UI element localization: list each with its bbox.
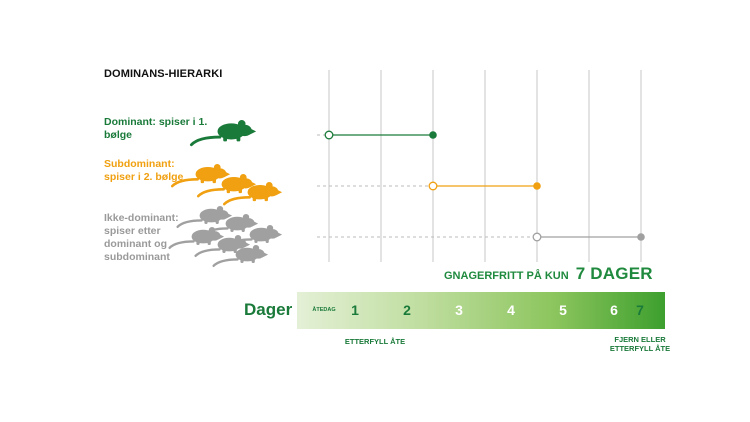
dominant-rat-icon [189,119,257,147]
headline: GNAGERFRITT PÅ KUN 7 DAGER [444,264,666,284]
grid-lines [328,70,642,262]
bar-end-point [429,131,437,139]
timeline-day: 5 [559,302,567,318]
timeline-start-label: ÅTEDAG [312,307,336,313]
bars [317,130,645,242]
bar-start-point [532,232,542,242]
subdominant-rats-icon [170,163,283,206]
headline-emphasis: 7 DAGER [575,264,653,283]
timeline-day: 1 [351,302,359,318]
bar-end-point [637,233,645,241]
timeline-bar: ÅTEDAG 1 2 3 4 5 6 7 [297,292,665,329]
nondominant-rats-icon [168,205,283,267]
remove-note: FJERN ELLER ETTERFYLL ÅTE [609,335,671,353]
timeline-day: 2 [403,302,411,318]
timeline-day: 6 [610,302,618,318]
refill-note: ETTERFYLL ÅTE [344,337,406,346]
timeline-day: 4 [507,302,515,318]
dominant-label: Dominant: spiser i 1. bølge [104,116,208,141]
bar-start-point [428,181,438,191]
timeline-label: Dager [244,300,293,319]
diagram-title: DOMINANS-HIERARKI [104,68,223,80]
headline-prefix: GNAGERFRITT PÅ KUN [444,270,569,282]
bar-end-point [533,182,541,190]
timeline-day: 7 [636,302,644,318]
bar-start-point [324,130,334,140]
subdominant-label: Subdominant: spiser i 2. bølge [104,158,184,183]
nondominant-label: Ikke-dominant: spiser etter dominant og … [104,212,179,263]
timeline-day: 3 [455,302,463,318]
